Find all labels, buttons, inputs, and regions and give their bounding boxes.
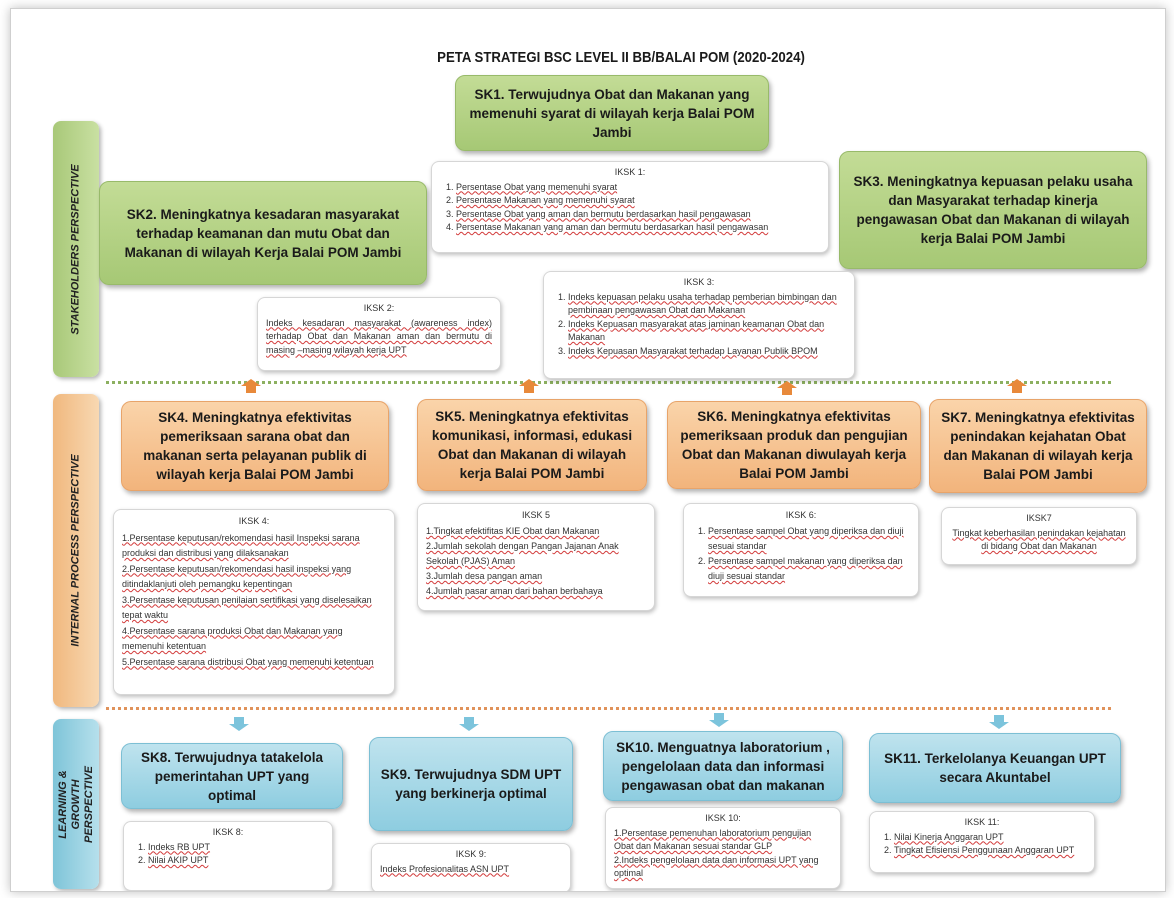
- sk10-box: SK10. Menguatnya laboratorium , pengelol…: [603, 731, 843, 801]
- iksk5-item: 1.Tingkat efektifitas KIE Obat dan Makan…: [426, 526, 600, 536]
- sk4-box: SK4. Meningkatnya efektivitas pemeriksaa…: [121, 401, 389, 491]
- iksk1-item: Persentase Obat yang memenuhi syarat: [456, 181, 820, 195]
- iksk7-title: IKSK7: [1026, 513, 1052, 523]
- iksk10-item: 2.Indeks pengelolaan data dan informasi …: [614, 854, 819, 879]
- arrow-down-icon: [989, 715, 1009, 729]
- iksk6-box: IKSK 6: Persentase sampel Obat yang dipe…: [683, 503, 919, 597]
- stakeholders-perspective-bar: STAKEHOLDERS PERSPECTIVE: [53, 121, 99, 377]
- iksk3-item: Indeks kepuasan pelaku usaha terhadap pe…: [568, 291, 846, 318]
- iksk3-title: IKSK 3:: [683, 277, 715, 287]
- learning-growth-perspective-bar: LEARNING & GROWTH PERSPECTIVE: [53, 719, 99, 889]
- iksk11-item: Nilai Kinerja Anggaran UPT: [894, 831, 1086, 845]
- iksk8-box: IKSK 8: Indeks RB UPT Nilai AKIP UPT: [123, 821, 333, 891]
- sk5-box: SK5. Meningkatnya efektivitas komunikasi…: [417, 399, 647, 491]
- iksk4-title: IKSK 4:: [238, 516, 270, 526]
- iksk1-item: Persentase Makanan yang memenuhi syarat: [456, 194, 820, 208]
- iksk5-box: IKSK 5 1.Tingkat efektifitas KIE Obat da…: [417, 503, 655, 611]
- internal-process-perspective-bar: INTERNAL PROCESS PERSPECTIVE: [53, 394, 99, 707]
- iksk5-title: IKSK 5: [521, 510, 550, 520]
- iksk9-text: Indeks Profesionalitas ASN UPT: [380, 863, 510, 874]
- sk9-box: SK9. Terwujudnya SDM UPT yang berkinerja…: [369, 737, 573, 831]
- iksk4-item: 4.Persentase sarana produksi Obat dan Ma…: [122, 625, 343, 652]
- iksk1-item: Persentase Obat yang aman dan bermutu be…: [456, 208, 820, 222]
- iksk8-title: IKSK 8:: [212, 827, 244, 837]
- iksk5-item: 4.Jumlah pasar aman dari bahan berbahaya: [426, 586, 603, 596]
- iksk8-item: Indeks RB UPT: [148, 841, 324, 855]
- arrow-up-icon: [519, 379, 539, 393]
- sk11-box: SK11. Terkelolanya Keuangan UPT secara A…: [869, 733, 1121, 803]
- iksk4-box: IKSK 4: 1.Persentase keputusan/rekomenda…: [113, 509, 395, 695]
- learning-growth-perspective-label: LEARNING & GROWTH PERSPECTIVE: [56, 765, 95, 843]
- sk7-box: SK7. Meningkatnya efektivitas penindakan…: [929, 399, 1147, 493]
- arrow-down-icon: [229, 717, 249, 731]
- iksk3-box: IKSK 3: Indeks kepuasan pelaku usaha ter…: [543, 271, 855, 379]
- iksk4-item: 2.Persentase keputusan/rekomendasi hasil…: [122, 563, 352, 590]
- iksk4-item: 1.Persentase keputusan/rekomendasi hasil…: [122, 532, 360, 559]
- arrow-down-icon: [459, 717, 479, 731]
- iksk9-box: IKSK 9: Indeks Profesionalitas ASN UPT: [371, 843, 571, 891]
- arrow-up-icon: [241, 379, 261, 393]
- iksk6-title: IKSK 6:: [785, 510, 817, 520]
- iksk3-item: Indeks Kepuasan masyarakat atas jaminan …: [568, 318, 846, 345]
- iksk10-item: 1.Persentase pemenuhan laboratorium peng…: [614, 827, 812, 852]
- iksk5-item: 2.Jumlah sekolah dengan Pangan Jajanan A…: [426, 541, 619, 566]
- iksk9-title: IKSK 9:: [455, 849, 487, 859]
- iksk10-title: IKSK 10:: [705, 813, 741, 823]
- arrow-up-icon: [777, 381, 797, 395]
- iksk2-box: IKSK 2: Indeks kesadaran masyarakat (awa…: [257, 297, 501, 371]
- sk8-box: SK8. Terwujudnya tatakelola pemerintahan…: [121, 743, 343, 809]
- iksk8-item: Nilai AKIP UPT: [148, 854, 324, 868]
- iksk3-item: Indeks Kepuasan Masyarakat terhadap Laya…: [568, 345, 846, 359]
- iksk11-box: IKSK 11: Nilai Kinerja Anggaran UPT Ting…: [869, 811, 1095, 873]
- iksk6-item: Persentase sampel Obat yang diperiksa da…: [708, 524, 910, 554]
- iksk2-title: IKSK 2:: [363, 303, 395, 313]
- perspective-divider: [106, 381, 1111, 384]
- sk3-box: SK3. Meningkatnya kepuasan pelaku usaha …: [839, 151, 1147, 269]
- arrow-down-icon: [709, 713, 729, 727]
- iksk4-item: 5.Persentase sarana distribusi Obat yang…: [122, 656, 374, 667]
- iksk1-title: IKSK 1:: [614, 167, 646, 177]
- page-title: PETA STRATEGI BSC LEVEL II BB/BALAI POM …: [437, 49, 805, 66]
- iksk10-box: IKSK 10: 1.Persentase pemenuhan laborato…: [605, 807, 841, 889]
- sk1-box: SK1. Terwujudnya Obat dan Makanan yang m…: [455, 75, 769, 151]
- sk2-box: SK2. Meningkatnya kesadaran masyarakat t…: [99, 181, 427, 285]
- sk6-box: SK6. Meningkatnya efektivitas pemeriksaa…: [667, 401, 921, 489]
- iksk7-text: Tingkat keberhasilan penindakan kejahata…: [952, 527, 1126, 552]
- iksk1-item: Persentase Makanan yang aman dan bermutu…: [456, 221, 820, 235]
- iksk11-title: IKSK 11:: [964, 817, 1000, 827]
- perspective-divider: [106, 707, 1111, 710]
- iksk1-box: IKSK 1: Persentase Obat yang memenuhi sy…: [431, 161, 829, 253]
- iksk6-item: Persentase sampel makanan yang diperiksa…: [708, 554, 910, 584]
- iksk7-box: IKSK7 Tingkat keberhasilan penindakan ke…: [941, 507, 1137, 565]
- iksk4-item: 3.Persentase keputusan penilaian sertifi…: [122, 594, 372, 621]
- internal-process-perspective-label: INTERNAL PROCESS PERSPECTIVE: [69, 454, 82, 647]
- iksk5-item: 3.Jumlah desa pangan aman: [426, 571, 543, 581]
- stakeholders-perspective-label: STAKEHOLDERS PERSPECTIVE: [69, 163, 82, 335]
- arrow-up-icon: [1007, 379, 1027, 393]
- iksk2-text: Indeks kesadaran masyarakat (awareness i…: [266, 317, 492, 355]
- iksk11-item: Tingkat Efisiensi Penggunaan Anggaran UP…: [894, 844, 1086, 858]
- strategy-map-frame: PETA STRATEGI BSC LEVEL II BB/BALAI POM …: [10, 8, 1166, 892]
